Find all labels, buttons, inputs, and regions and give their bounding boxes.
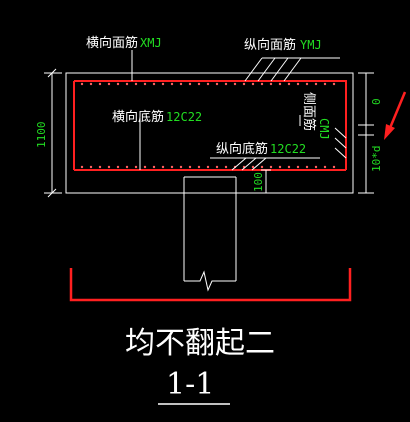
rebar-dot — [278, 165, 282, 169]
ground-bracket — [69, 268, 352, 302]
right-dimensions — [358, 72, 374, 194]
rebar-dot — [305, 82, 309, 86]
rebar-dot — [269, 82, 273, 86]
top-cover-dimension: 0 — [370, 98, 383, 105]
rebar-dot — [89, 165, 93, 169]
rebar-dot — [206, 165, 210, 169]
bottom-cover-dimension-line — [261, 169, 271, 194]
rebar-dot — [296, 82, 300, 86]
height-dimension — [44, 68, 62, 198]
rebar-dot — [80, 165, 84, 169]
rebar-dot — [116, 82, 120, 86]
bend-length-dimension: 10*d — [370, 146, 383, 173]
rebar-dot — [332, 82, 336, 86]
rebar-dot — [143, 165, 147, 169]
rebar-dot — [206, 82, 210, 86]
rebar-dot — [152, 165, 156, 169]
rebar-dot — [314, 82, 318, 86]
rebar-dot — [161, 165, 165, 169]
bottom-cover-dimension: 100 — [252, 172, 265, 192]
rebar-dot — [179, 82, 183, 86]
rebar-dot — [224, 82, 228, 86]
side-bar-code: CMJ — [317, 118, 331, 140]
rebar-dot — [107, 165, 111, 169]
pile-cap-outline — [65, 72, 354, 194]
rebar-dot — [287, 165, 291, 169]
rebar-dot — [332, 165, 336, 169]
rebar-dot — [152, 82, 156, 86]
height-dimension-text: 1100 — [35, 122, 48, 149]
rebar-dot — [197, 165, 201, 169]
rebar-dot — [323, 165, 327, 169]
rebar-dot — [269, 165, 273, 169]
side-bar-label: 侧面筋 — [301, 92, 317, 131]
bottom-bar-dots — [80, 165, 336, 169]
rebar-dot — [260, 165, 264, 169]
rebar-dot — [134, 165, 138, 169]
rebar-dot — [107, 82, 111, 86]
rebar-dot — [224, 165, 228, 169]
red-arrow-icon — [384, 91, 407, 140]
rebar-dot — [305, 165, 309, 169]
rebar-dot — [143, 82, 147, 86]
rebar-dot — [125, 82, 129, 86]
rebar-dot — [188, 82, 192, 86]
rebar-dot — [233, 82, 237, 86]
rebar-dot — [215, 82, 219, 86]
rebar-dot — [260, 82, 264, 86]
rebar-dot — [89, 82, 93, 86]
rebar-dot — [134, 82, 138, 86]
rebar-dot — [98, 165, 102, 169]
rebar-dot — [278, 82, 282, 86]
caption-title: 均不翻起二 — [125, 326, 275, 361]
rebar-dot — [179, 165, 183, 169]
rebar-dot — [287, 82, 291, 86]
rebar-dot — [161, 82, 165, 86]
rebar-dot — [80, 82, 84, 86]
rebar-dot — [323, 82, 327, 86]
rebar-dot — [215, 165, 219, 169]
rebar-dot — [125, 165, 129, 169]
rebar-dot — [314, 165, 318, 169]
rebar-dot — [251, 82, 255, 86]
rebar-dot — [170, 165, 174, 169]
rebar-dot — [116, 165, 120, 169]
rebar-dot — [197, 82, 201, 86]
top-bar-dots — [80, 82, 336, 86]
rebar-dot — [296, 165, 300, 169]
leader-lines — [131, 50, 347, 171]
rebar-dot — [242, 82, 246, 86]
rebar-dot — [188, 165, 192, 169]
rebar-dot — [251, 165, 255, 169]
rebar-dot — [170, 82, 174, 86]
caption-section: 1-1 — [166, 367, 214, 402]
rebar-dot — [98, 82, 102, 86]
column-stub — [183, 176, 237, 292]
